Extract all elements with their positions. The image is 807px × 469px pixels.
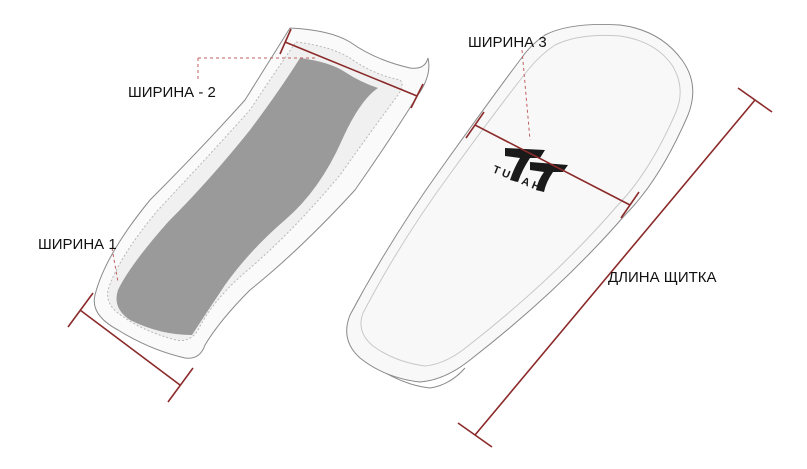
measure-width-2-cap-a	[279, 28, 292, 55]
measure-width-1-cap-a	[67, 292, 94, 328]
measurement-lines	[67, 28, 773, 448]
measure-width-1	[79, 309, 181, 386]
label-width-1: ШИРИНА 1	[38, 236, 117, 253]
measure-width-2-cap-b	[410, 83, 424, 109]
left-shin-guard	[93, 27, 430, 359]
label-width-2: ШИРИНА - 2	[128, 84, 216, 101]
measure-length	[474, 99, 756, 436]
right-guard-shell	[346, 23, 694, 383]
measure-width-2	[284, 41, 418, 97]
tusah-logo-mark	[505, 148, 568, 192]
label-width-3: ШИРИНА 3	[468, 34, 547, 51]
label-length: ДЛИНА ЩИТКА	[608, 269, 717, 286]
measure-width-3-cap-a	[465, 111, 485, 139]
measure-width-3	[474, 124, 631, 206]
measure-width-3-cap-b	[620, 191, 640, 219]
dashed-guides	[111, 49, 531, 283]
measure-length-cap-a	[457, 422, 493, 448]
right-shin-guard: TUSAH	[346, 23, 694, 389]
right-guard-stitch-line	[360, 34, 681, 367]
measure-width-1-cap-b	[167, 367, 194, 403]
left-guard-inner-pad	[116, 58, 378, 335]
measure-length-cap-b	[737, 87, 773, 113]
